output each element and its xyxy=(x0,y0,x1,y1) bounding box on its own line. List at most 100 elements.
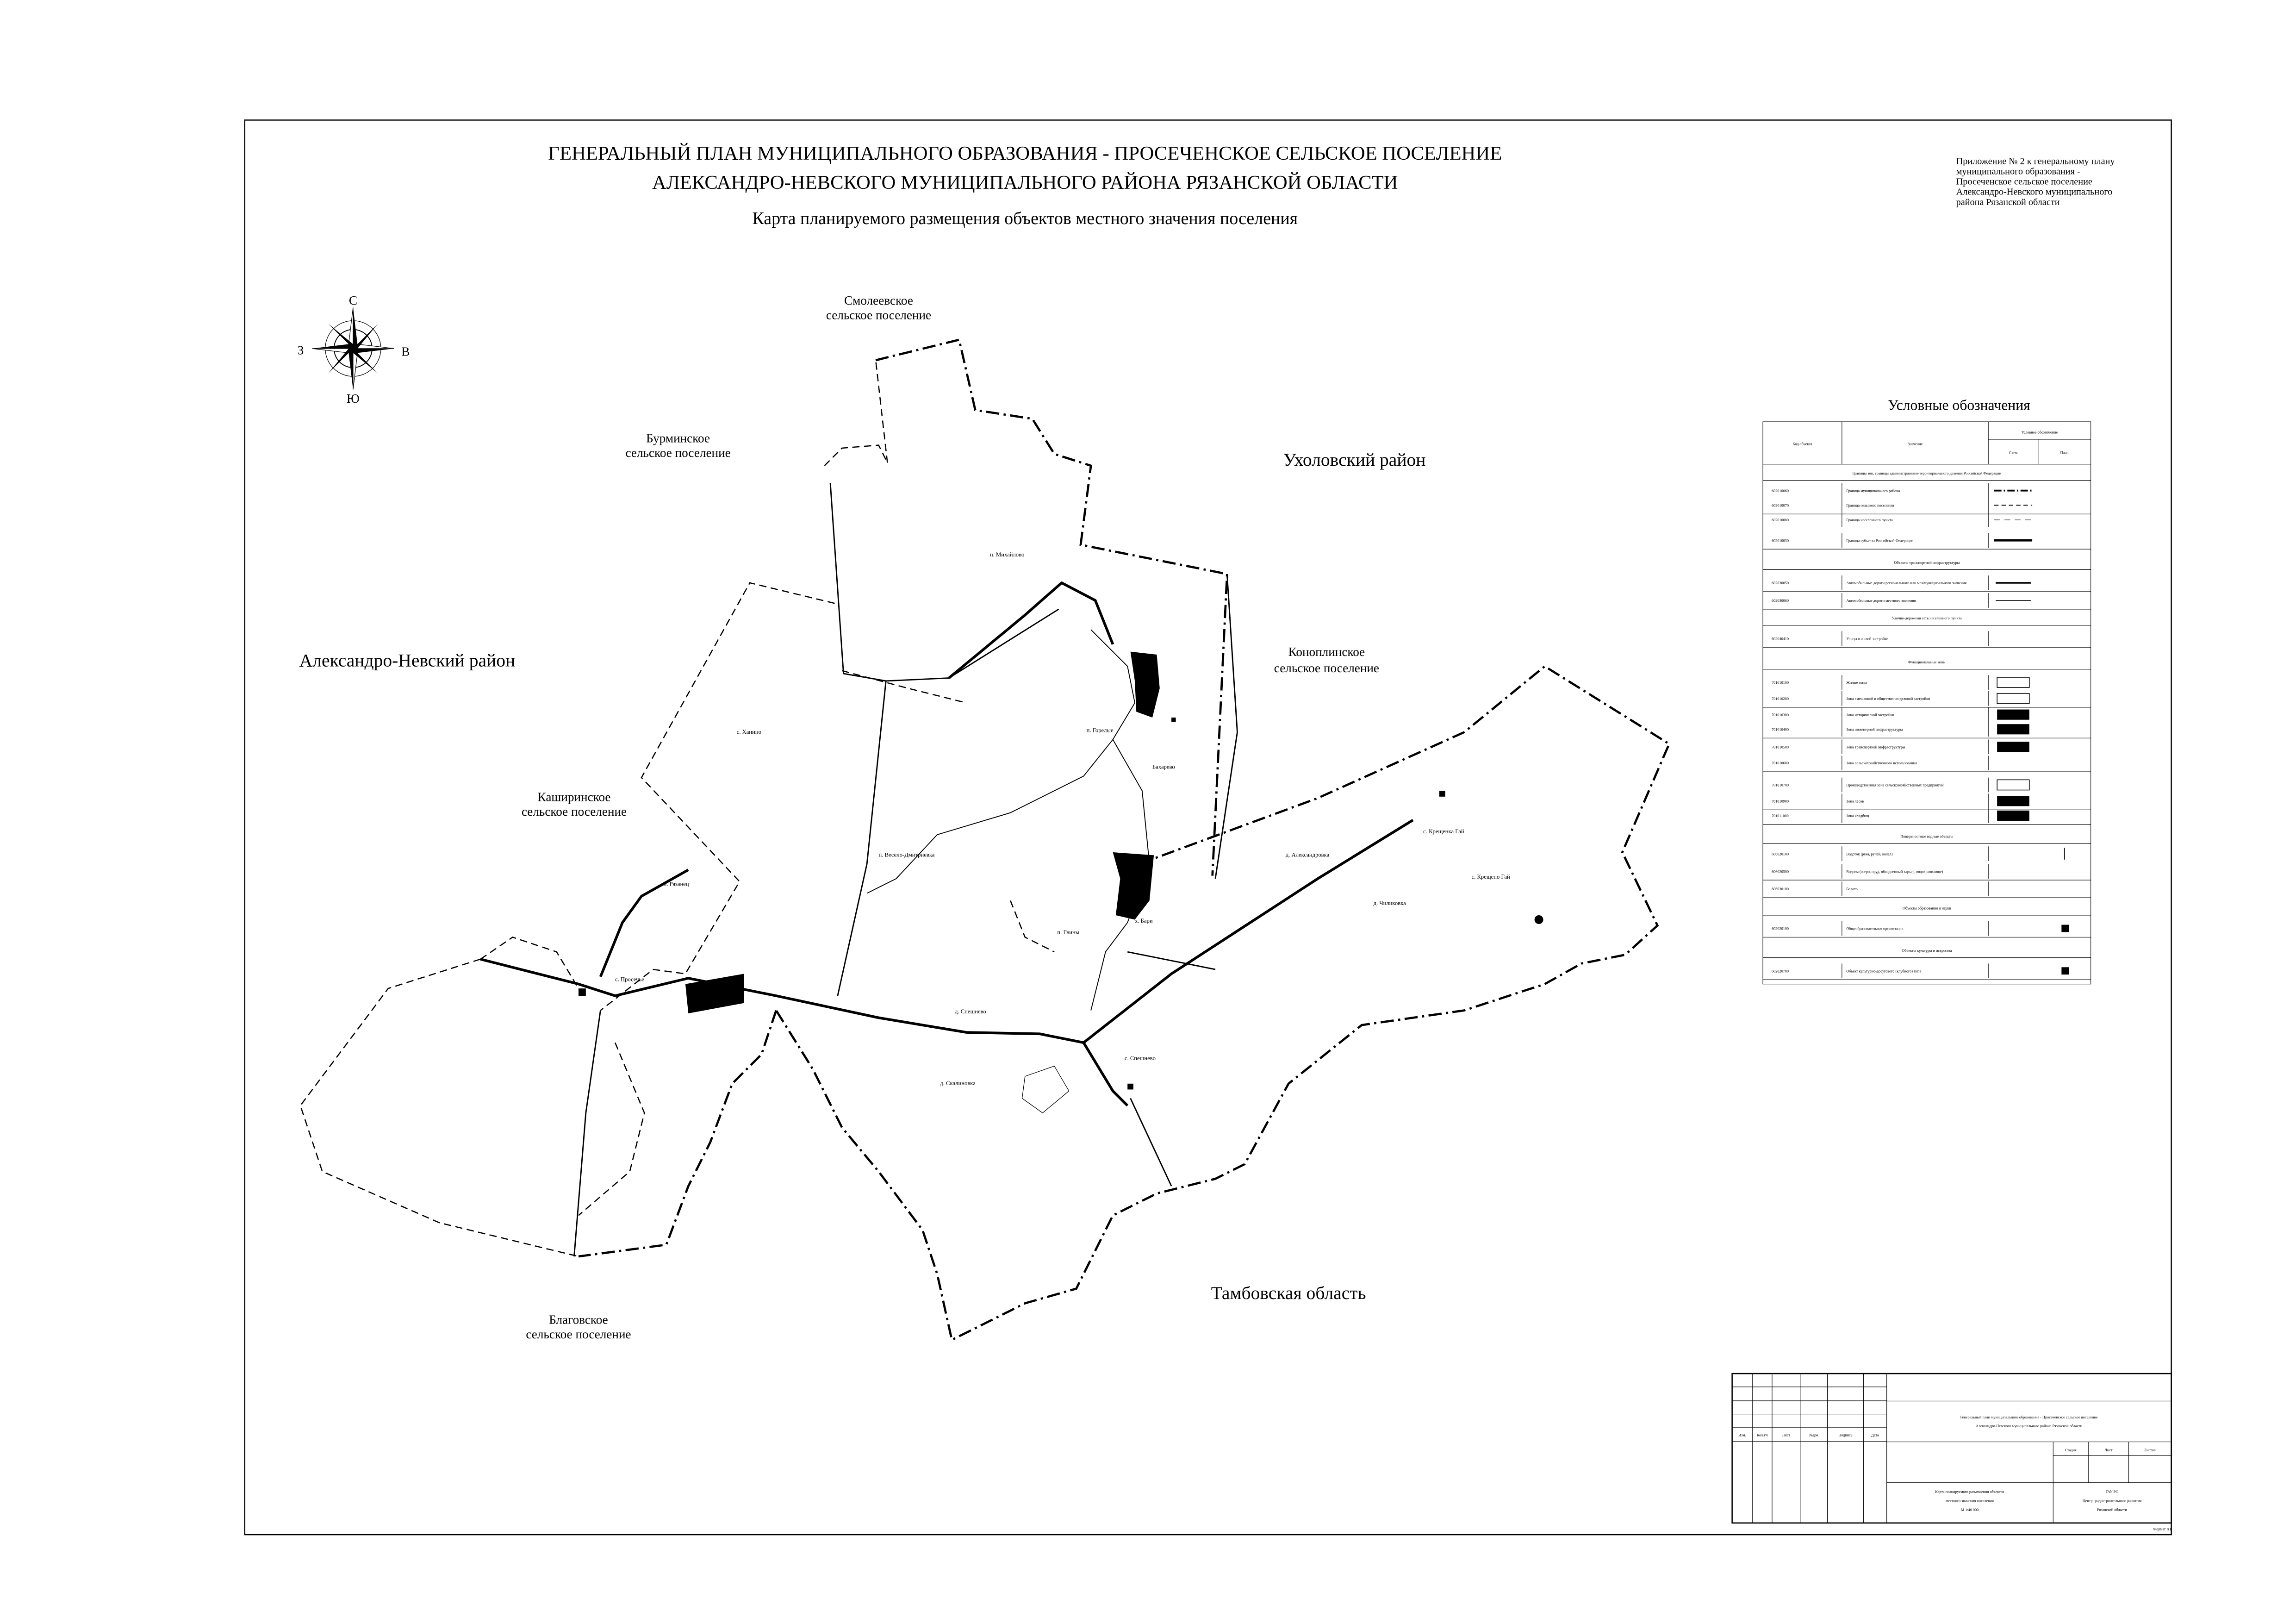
svg-text:сельское поселение: сельское поселение xyxy=(1274,661,1379,675)
legend-col-name: Значение xyxy=(1908,442,1923,446)
title-block-sheet: Лист xyxy=(2104,1448,2113,1452)
svg-text:с. Крещенка Гай: с. Крещенка Гай xyxy=(1423,828,1464,835)
legend-col-symbol: Условное обозначение xyxy=(2022,430,2058,434)
svg-text:сельское поселение: сельское поселение xyxy=(526,1327,631,1341)
legend-row-label: Автомобильные дороги местного значения xyxy=(1846,599,1916,603)
svg-text:с. Крещено Гай: с. Крещено Гай xyxy=(1472,874,1510,880)
legend-row-label: Зона лесов xyxy=(1846,799,1864,803)
svg-text:Александро-Невского муниципаль: Александро-Невского муниципального xyxy=(1956,187,2113,197)
title-block-col-header: Подпись xyxy=(1838,1433,1852,1437)
legend-row: 701011000 Зона кладбищ xyxy=(1772,808,2029,823)
fill-black-symbol-icon xyxy=(1997,742,2029,752)
legend-section-title: Границы зон, границы административно-тер… xyxy=(1852,471,2001,475)
legend-row: 602030060 Автомобильные дороги местного з… xyxy=(1772,593,2031,608)
region-boundary xyxy=(775,665,1671,1342)
svg-text:х. Бари: х. Бари xyxy=(1135,918,1153,924)
legend-row-code: 701010100 xyxy=(1772,681,1789,685)
legend-row-code: 602030050 xyxy=(1772,581,1789,585)
legend-row-code: 606030100 xyxy=(1772,887,1789,891)
map-title-line2: АЛЕКСАНДРО-НЕВСКОГО МУНИЦИПАЛЬНОГО РАЙОН… xyxy=(652,172,1398,194)
legend-col-scheme: Схем xyxy=(2009,451,2018,455)
compass-east-label: В xyxy=(401,345,410,359)
legend-row: 701010300 Зона исторической застройки xyxy=(1772,707,2029,722)
title-block-col-header: Изм. xyxy=(1738,1433,1746,1437)
svg-text:д. Чиликовка: д. Чиликовка xyxy=(1374,900,1406,906)
legend-row-label: Граница муниципального района xyxy=(1846,489,1900,493)
square-symbol-icon xyxy=(2061,924,2069,932)
svg-text:д. Спешнево: д. Спешнево xyxy=(955,1008,986,1015)
svg-text:Приложение № 2 к генеральному: Приложение № 2 к генеральному плану xyxy=(1956,156,2116,166)
legend-row-code: 602040410 xyxy=(1772,637,1789,641)
legend-section-title: Объекты образования и науки xyxy=(1903,906,1951,910)
compass-south-label: Ю xyxy=(347,392,360,406)
title-block-col-header: Лист xyxy=(1782,1433,1791,1437)
legend-row-code: 701010600 xyxy=(1772,761,1789,765)
legend-row-code: 602010080 xyxy=(1772,518,1789,522)
map-subtitle: Карта планируемого размещения объектов м… xyxy=(752,209,1298,228)
legend-row-code: 602010030 xyxy=(1772,538,1789,543)
svg-text:п. Гвины: п. Гвины xyxy=(1057,929,1079,936)
legend-row: 602010080 Граница населенного пункта xyxy=(1772,512,2033,527)
legend-row-label: Жилые зоны xyxy=(1846,681,1867,685)
compass-rose-icon: С В Ю З xyxy=(298,294,410,406)
legend-row-label: Зона смешанной и общественно-деловой зас… xyxy=(1846,697,1930,701)
title-block-project-line1: Генеральный план муниципального образова… xyxy=(1960,1415,2098,1419)
legend-row-code: 701010500 xyxy=(1772,745,1789,749)
legend-row-label: Водоток (река, ручей, канал) xyxy=(1846,852,1892,856)
fill-black-symbol-icon xyxy=(1997,709,2029,720)
legend-row-code: 606020500 xyxy=(1772,869,1789,874)
legend-row-code: 606020100 xyxy=(1772,852,1789,856)
fill-white-symbol-icon xyxy=(1997,693,2030,704)
legend-row-code: 701011000 xyxy=(1772,814,1789,818)
main-road xyxy=(480,958,1129,1107)
legend-section-title: Поверхностные водные объекты xyxy=(1900,834,1953,838)
legend-row-code: 701010900 xyxy=(1772,799,1789,803)
title-block-col-header: Кол.уч xyxy=(1757,1433,1767,1437)
legend-col-plan: План xyxy=(2060,451,2069,455)
title-block-drawing-line1: Карта планируемого размещения объектов xyxy=(1935,1490,2004,1494)
legend-row-label: Граница субъекта Российской Федерации xyxy=(1846,538,1914,543)
legend-row: 701010100 Жилые зоны xyxy=(1772,675,2030,690)
title-block-drawing-line2: местного значения поселения xyxy=(1946,1499,1994,1503)
legend-row-label: Зона кладбищ xyxy=(1846,814,1869,818)
svg-text:Александро-Невский район: Александро-Невский район xyxy=(299,650,515,670)
legend-row-code: 701010300 xyxy=(1772,713,1789,717)
legend-row: 701010200 Зона смешанной и общественно-де… xyxy=(1772,691,2030,706)
legend-row-code: 602030060 xyxy=(1772,599,1789,603)
legend-row-label: Граница сельского поселения xyxy=(1846,503,1894,507)
title-block-col-header: Дата xyxy=(1871,1433,1879,1437)
svg-text:сельское поселение: сельское поселение xyxy=(626,446,731,460)
svg-text:Благовское: Благовское xyxy=(549,1313,608,1327)
appendix-note: Приложение № 2 к генеральному плану муни… xyxy=(1956,156,2116,207)
legend-row-label: Зона инженерной инфраструктуры xyxy=(1846,727,1903,731)
svg-text:п. Михайлово: п. Михайлово xyxy=(990,551,1024,558)
title-block-drawing-scale: М 1:40 000 xyxy=(1961,1508,1979,1512)
legend-row-label: Граница населенного пункта xyxy=(1846,518,1893,522)
svg-text:Просеченское сельское поселени: Просеченское сельское поселение xyxy=(1956,177,2092,187)
settlement-boundary xyxy=(824,444,888,466)
title-block-col-header: №док xyxy=(1809,1433,1818,1437)
legend-row-label: Общеобразовательная организация xyxy=(1846,927,1903,931)
compass-west-label: З xyxy=(298,343,304,357)
title-block-org-line2: Центр градостроительного развития xyxy=(2083,1499,2142,1503)
svg-text:п. Весело-Дмитриевка: п. Весело-Дмитриевка xyxy=(878,851,934,858)
format-label: Формат А1 xyxy=(2153,1527,2172,1531)
svg-text:п. Рязанец: п. Рязанец xyxy=(663,881,689,887)
zone-fill xyxy=(685,974,744,1013)
legend-row-code: 701010200 xyxy=(1772,697,1789,701)
legend-row-label: Зона исторической застройки xyxy=(1846,713,1894,717)
svg-text:сельское поселение: сельское поселение xyxy=(522,805,627,818)
map-title-line1: ГЕНЕРАЛЬНЫЙ ПЛАН МУНИЦИПАЛЬНОГО ОБРАЗОВА… xyxy=(548,143,1502,164)
title-block-sheets: Листов xyxy=(2144,1448,2156,1452)
svg-text:Коноплинское: Коноплинское xyxy=(1288,645,1365,659)
legend-row-label: Производственная зона сельскохозяйственн… xyxy=(1846,783,1944,787)
